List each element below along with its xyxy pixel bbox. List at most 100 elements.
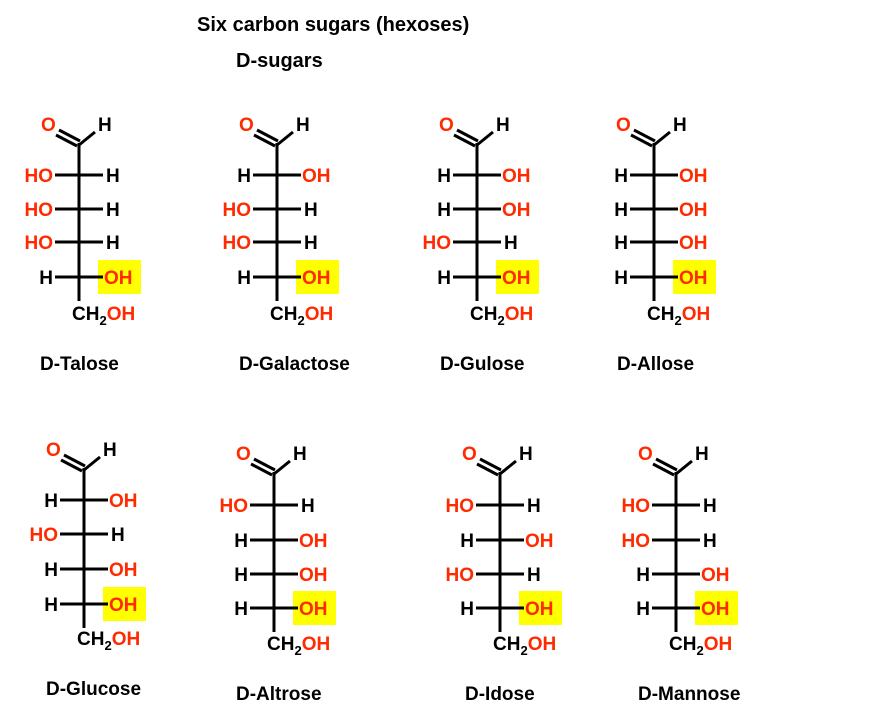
hydroxyl-right-highlighted: OH bbox=[701, 599, 730, 620]
ch2oh-group: CH2OH bbox=[470, 304, 533, 328]
hydroxyl-left: HO bbox=[25, 166, 54, 187]
stereocenter-row-c4: H OH bbox=[636, 565, 729, 586]
carbonyl-double-bond bbox=[630, 133, 653, 148]
sugar-name-label: D-Glucose bbox=[46, 679, 141, 700]
highlight-box bbox=[673, 260, 716, 294]
sugar-name-label: D-Talose bbox=[40, 354, 119, 375]
hydroxyl-left: HO bbox=[25, 233, 54, 254]
carbonyl-double-bond bbox=[253, 133, 276, 148]
diagram-subtitle: D-sugars bbox=[236, 50, 323, 72]
hydroxyl-right: OH bbox=[502, 166, 531, 187]
stereocenter-row-c3: H OH bbox=[460, 531, 553, 552]
hydrogen-right: H bbox=[304, 233, 318, 254]
hydroxyl-right-highlighted: OH bbox=[104, 268, 133, 289]
carbonyl-double-bond bbox=[476, 462, 499, 477]
aldehyde-hydrogen: H bbox=[496, 115, 510, 136]
hydrogen-left: H bbox=[237, 268, 251, 289]
stereocenter-row-c2: H OH bbox=[437, 166, 530, 187]
aldehyde-oxygen: O bbox=[462, 444, 477, 465]
aldehyde-hydrogen: H bbox=[673, 115, 687, 136]
hydrogen-right: H bbox=[527, 565, 541, 586]
aldehyde-ch-bond bbox=[476, 130, 494, 147]
hydrogen-left: H bbox=[460, 531, 474, 552]
hydroxyl-right-highlighted: OH bbox=[502, 268, 531, 289]
hydroxyl-right: OH bbox=[525, 531, 554, 552]
aldehyde-oxygen: O bbox=[239, 115, 254, 136]
highlight-box bbox=[296, 260, 339, 294]
hydrogen-left: H bbox=[437, 268, 451, 289]
aldehyde-hydrogen: H bbox=[695, 444, 709, 465]
carbonyl-double-bond bbox=[250, 462, 273, 477]
stereocenter-row-c5: H OH bbox=[636, 591, 738, 625]
hydrogen-left: H bbox=[614, 233, 628, 254]
sugar-name-label: D-Altrose bbox=[236, 684, 322, 705]
hydroxyl-right: OH bbox=[679, 233, 708, 254]
aldehyde-hydrogen: H bbox=[519, 444, 533, 465]
aldehyde-oxygen: O bbox=[46, 440, 61, 461]
hydroxyl-left: HO bbox=[446, 496, 475, 517]
carbonyl-double-bond bbox=[55, 133, 78, 148]
hydrogen-left: H bbox=[234, 531, 248, 552]
hydroxyl-right: OH bbox=[302, 166, 331, 187]
carbonyl-double-bond bbox=[633, 128, 656, 143]
hydrogen-right: H bbox=[703, 496, 717, 517]
hydrogen-right: H bbox=[106, 200, 120, 221]
aldehyde-hydrogen: H bbox=[103, 440, 117, 461]
hydrogen-left: H bbox=[44, 491, 58, 512]
aldehyde-ch-bond bbox=[78, 130, 96, 147]
sugar-name-label: D-Mannose bbox=[638, 684, 740, 705]
aldehyde-oxygen: O bbox=[439, 115, 454, 136]
aldehyde-ch-bond bbox=[653, 130, 671, 147]
highlight-box bbox=[98, 260, 141, 294]
carbonyl-double-bond bbox=[253, 457, 276, 472]
hydroxyl-right: OH bbox=[299, 531, 328, 552]
aldehyde-oxygen: O bbox=[41, 115, 56, 136]
hydrogen-left: H bbox=[614, 200, 628, 221]
carbonyl-double-bond bbox=[655, 457, 678, 472]
aldehyde-ch-bond bbox=[499, 459, 517, 476]
hydrogen-left: H bbox=[437, 166, 451, 187]
ch2oh-group: CH2OH bbox=[270, 304, 333, 328]
highlight-box bbox=[695, 591, 738, 625]
highlight-box bbox=[103, 587, 146, 621]
aldehyde-oxygen: O bbox=[616, 115, 631, 136]
ch2oh-group: CH2OH bbox=[77, 629, 140, 653]
carbonyl-double-bond bbox=[60, 458, 83, 473]
aldehyde-ch-bond bbox=[675, 459, 693, 476]
carbonyl-double-bond bbox=[479, 457, 502, 472]
hydroxyl-left: HO bbox=[223, 200, 252, 221]
carbonyl-double-bond bbox=[456, 128, 479, 143]
stereocenter-row-c3: H OH bbox=[234, 531, 327, 552]
stereocenter-row-c4: H OH bbox=[614, 233, 707, 254]
hydrogen-left: H bbox=[636, 565, 650, 586]
hydrogen-left: H bbox=[44, 560, 58, 581]
hydrogen-right: H bbox=[111, 525, 125, 546]
hydroxyl-left: HO bbox=[25, 200, 54, 221]
aldehyde-ch-bond bbox=[276, 130, 294, 147]
aldehyde-hydrogen: H bbox=[296, 115, 310, 136]
aldehyde-oxygen: O bbox=[638, 444, 653, 465]
hydroxyl-right-highlighted: OH bbox=[109, 595, 138, 616]
carbonyl-double-bond bbox=[256, 128, 279, 143]
hydrogen-left: H bbox=[234, 599, 248, 620]
hydrogen-right: H bbox=[301, 496, 315, 517]
hydroxyl-right-highlighted: OH bbox=[679, 268, 708, 289]
hydrogen-left: H bbox=[636, 599, 650, 620]
hydroxyl-right: OH bbox=[701, 565, 730, 586]
ch2oh-group: CH2OH bbox=[72, 304, 135, 328]
ch2oh-group: CH2OH bbox=[493, 634, 556, 658]
